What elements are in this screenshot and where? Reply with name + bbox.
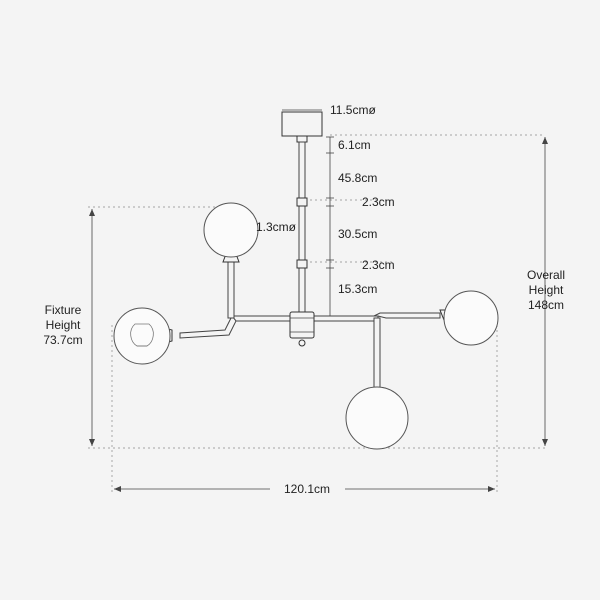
globe-top — [203, 202, 259, 258]
globe-right — [443, 290, 499, 346]
canopy-height-label: 6.1cm — [338, 138, 371, 152]
center-hub — [289, 311, 315, 347]
stem-rod — [296, 141, 308, 315]
overall-height-label-line-2: Height — [529, 283, 564, 297]
fixture-height-label-line-1: Fixture — [45, 303, 82, 317]
rod-1-length-label: 45.8cm — [338, 171, 377, 185]
canopy — [281, 111, 323, 143]
fixture-height-label-line-2: Height — [46, 318, 81, 332]
rod-diameter-label: 1.3cmø — [256, 220, 297, 234]
coupler-2-label: 2.3cm — [362, 258, 395, 272]
guide-lines — [88, 134, 545, 492]
fixture-height-value: 73.7cm — [43, 333, 82, 347]
overall-height-label-line-1: Overall — [527, 268, 565, 282]
canopy-diameter-label: 11.5cmø — [330, 103, 376, 117]
globe-bottom — [345, 386, 409, 450]
rod-3-length-label: 15.3cm — [338, 282, 377, 296]
dimension-lines — [89, 109, 548, 492]
rod-2-length-label: 30.5cm — [338, 227, 377, 241]
overall-height-value: 148cm — [528, 298, 564, 312]
width-label: 120.1cm — [284, 482, 330, 496]
coupler-1-label: 2.3cm — [362, 195, 395, 209]
globe-left — [113, 307, 171, 365]
